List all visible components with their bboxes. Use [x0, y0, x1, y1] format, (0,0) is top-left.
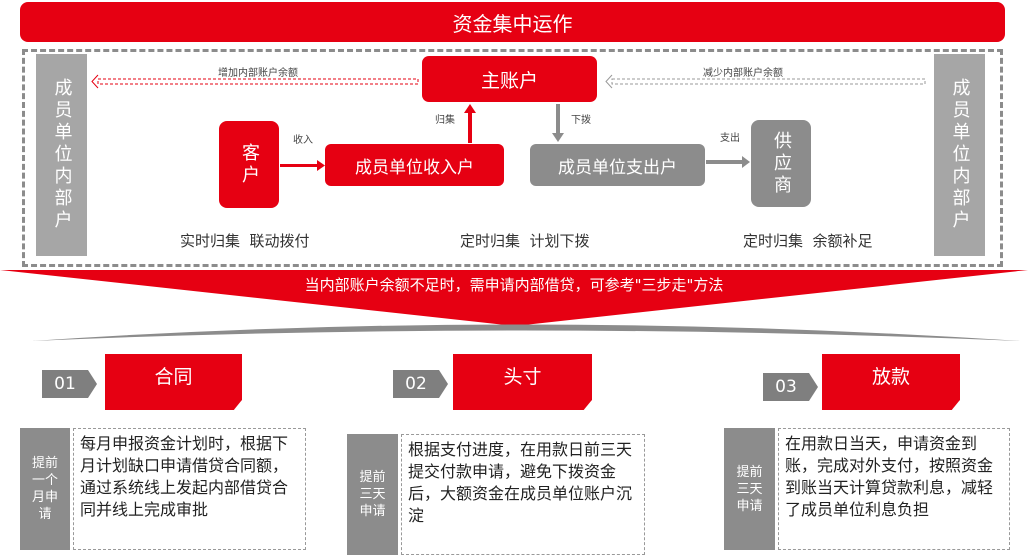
step-3-description: 在用款日当天，申请资金到账，完成对外支付，按照资金到账当天计算贷款利息，减轻了成… — [778, 428, 1010, 550]
right-internal-account: 成员单位内部户 — [934, 54, 985, 256]
decrease-arrow — [605, 74, 926, 89]
expense-account: 成员单位支出户 — [530, 144, 705, 186]
increase-arrow — [91, 74, 419, 89]
decrease-label: 减少内部账户余额 — [703, 68, 783, 79]
step-2-title: 头寸 — [453, 354, 592, 410]
expense-arrow — [706, 156, 750, 168]
income-label: 收入 — [293, 135, 313, 146]
allocate-label: 下拨 — [571, 115, 591, 126]
step-2-number: 02 — [393, 370, 448, 398]
step-1-number: 01 — [42, 370, 97, 398]
income-arrow — [280, 160, 325, 171]
step-3-number: 03 — [763, 373, 818, 401]
step-1-title: 合同 — [105, 354, 242, 410]
step-3-title: 放款 — [822, 354, 960, 410]
step-1-timing: 提前一个月申请 — [20, 428, 70, 550]
flow-frame — [22, 49, 1003, 267]
caption-scheduled-allocate: 定时归集 计划下拨 — [460, 232, 590, 250]
expense-label: 支出 — [720, 133, 740, 144]
collect-label: 归集 — [435, 115, 455, 126]
caption-realtime: 实时归集 联动拨付 — [180, 232, 310, 250]
title-bar: 资金集中运作 — [20, 2, 1005, 42]
step-1-description: 每月申报资金计划时，根据下月计划缺口申请借贷合同额，通过系统线上发起内部借贷合同… — [73, 428, 306, 550]
step-2-description: 根据支付进度，在用款日前三天提交付款申请，避免下拨资金后，大额资金在成员单位账户… — [401, 434, 645, 555]
left-internal-account: 成员单位内部户 — [36, 54, 87, 256]
customer-box: 客户 — [219, 121, 279, 208]
step-2-timing: 提前三天申请 — [347, 434, 398, 555]
step-3-timing: 提前三天申请 — [724, 428, 775, 550]
banner-text: 当内部账户余额不足时，需申请内部借贷，可参考"三步走"方法 — [304, 276, 724, 294]
flow-arrows — [91, 74, 926, 171]
supplier-box: 供应商 — [751, 120, 811, 207]
caption-scheduled-topup: 定时归集 余额补足 — [743, 232, 873, 250]
main-account: 主账户 — [422, 56, 597, 102]
collect-arrow — [464, 104, 476, 143]
banner-shape — [0, 270, 1028, 341]
increase-label: 增加内部账户余额 — [218, 68, 298, 79]
income-account: 成员单位收入户 — [325, 144, 504, 186]
allocate-arrow — [552, 104, 564, 142]
